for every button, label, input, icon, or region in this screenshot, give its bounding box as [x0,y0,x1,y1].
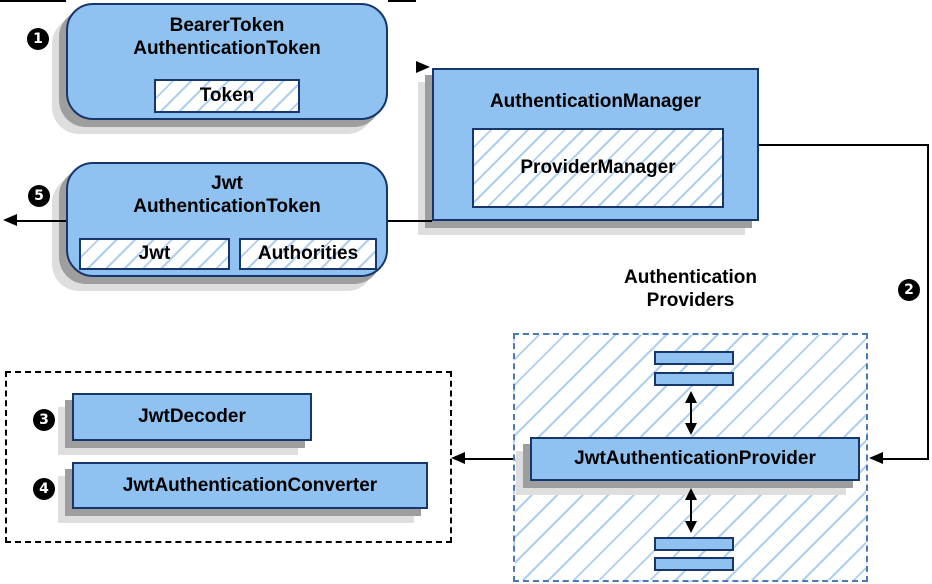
bearer-token-authentication-token-node: BearerToken AuthenticationToken Token [66,3,388,120]
flow-line-request-in [0,0,66,2]
authentication-providers-heading-line1: Authentication [624,267,757,288]
jwt-token-title-line2: AuthenticationToken [133,196,321,217]
decoder-converter-group [5,371,452,543]
arrowhead-left-icon [869,452,883,464]
arrowhead-left-icon [451,452,465,464]
jwt-authentication-provider-node: JwtAuthenticationProvider [530,437,860,481]
step-badge-3: 3 [33,409,55,431]
step-badge-5: 5 [28,185,50,207]
double-arrow-line [690,401,692,425]
jwt-decoder-node: JwtDecoder [72,393,312,441]
authentication-manager-title: AuthenticationManager [489,91,702,112]
step-badge-2: 2 [898,279,920,301]
provider-placeholder-bar [654,351,734,365]
jwt-authentication-converter-node: JwtAuthenticationConverter [72,462,428,509]
arrowhead-up-icon [685,488,697,500]
flow-line-response-out [17,220,66,222]
jwt-field: Jwt [79,238,230,270]
authentication-providers-heading: Authentication Providers [513,266,868,312]
provider-placeholder-bar [654,537,734,551]
bearer-token-title-line2: AuthenticationToken [133,38,321,59]
bearer-token-title-line1: BearerToken [169,15,285,36]
step-badge-4: 4 [33,478,55,500]
flow-line-manager-to-jwt-token [388,220,432,222]
provider-placeholder-bar [654,372,734,386]
double-arrow-line [690,498,692,522]
flow-line-right-vertical [927,144,929,459]
arrowhead-up-icon [685,391,697,403]
flow-line-to-authentication-manager [388,0,416,2]
flow-line-provider-to-decoder [465,458,513,460]
step-badge-1: 1 [27,28,49,50]
jwt-authentication-token-node: Jwt AuthenticationToken Jwt Authorities [66,162,388,277]
arrowhead-down-icon [685,423,697,435]
authorities-field: Authorities [239,238,377,270]
arrowhead-right-icon [416,61,430,73]
arrowhead-down-icon [685,521,697,533]
arrowhead-left-icon [3,214,17,226]
provider-placeholder-bar [654,557,734,571]
token-field: Token [154,79,300,113]
provider-manager-field: ProviderManager [472,128,724,208]
authentication-providers-heading-line2: Providers [646,290,735,311]
jwt-token-title-line1: Jwt [211,173,243,194]
authentication-providers-group: JwtAuthenticationProvider [513,333,868,582]
flow-line-manager-right [759,144,929,146]
authentication-manager-node: AuthenticationManager ProviderManager [432,68,759,221]
flow-line-into-provider [883,458,929,460]
